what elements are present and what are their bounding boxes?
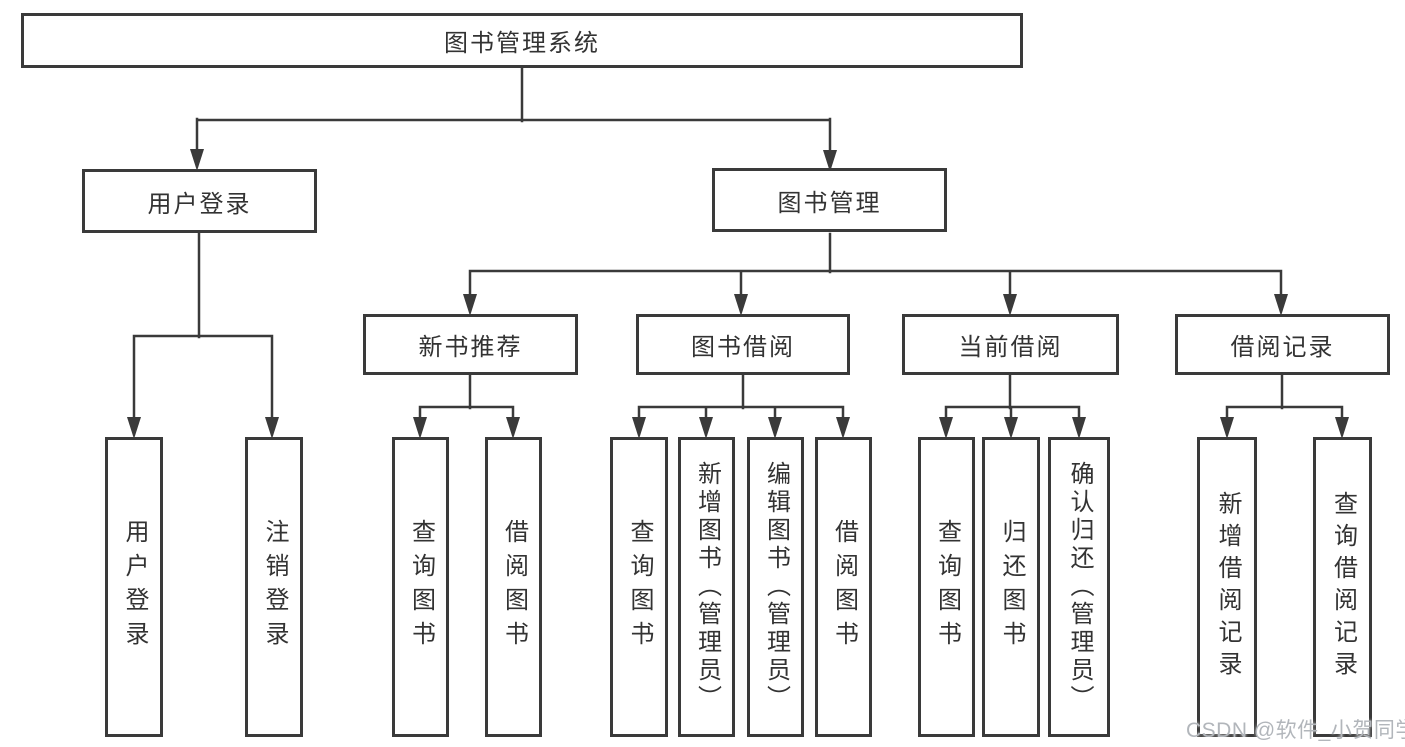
leaf-label: 新增图书（管理员） (693, 461, 721, 713)
node-leaf-confirm-return-admin: 确认归还（管理员） (1048, 437, 1110, 737)
leaf-label: 查询图书 (407, 519, 435, 655)
node-current-borrow: 当前借阅 (902, 314, 1119, 375)
arrowheads (127, 149, 1349, 439)
node-leaf-borrow-book-1: 借阅图书 (485, 437, 542, 737)
node-leaf-return-book: 归还图书 (982, 437, 1040, 737)
leaf-label: 查询图书 (933, 519, 961, 655)
leaf-label: 归还图书 (998, 519, 1025, 655)
leaf-label: 编辑图书（管理员） (762, 461, 790, 713)
leaf-label: 借阅图书 (500, 519, 528, 655)
node-new-book-recommend: 新书推荐 (363, 314, 578, 375)
node-leaf-query-book-1: 查询图书 (392, 437, 449, 737)
leaf-label: 查询图书 (626, 519, 653, 655)
leaf-label: 查询借阅记录 (1329, 491, 1357, 683)
node-book-management: 图书管理 (712, 168, 947, 232)
csdn-watermark: CSDN @软件_小贺同学 (1186, 719, 1405, 742)
node-root: 图书管理系统 (21, 13, 1023, 68)
node-leaf-add-book-admin: 新增图书（管理员） (678, 437, 735, 737)
node-borrow-record: 借阅记录 (1175, 314, 1390, 375)
node-leaf-add-borrow-record: 新增借阅记录 (1197, 437, 1257, 737)
leaf-label: 用户登录 (121, 519, 148, 655)
node-user-login: 用户登录 (82, 169, 317, 233)
node-leaf-query-book-2: 查询图书 (610, 437, 668, 737)
node-leaf-query-borrow-record: 查询借阅记录 (1313, 437, 1372, 737)
node-leaf-logout: 注销登录 (245, 437, 303, 737)
node-leaf-borrow-book-2: 借阅图书 (815, 437, 872, 737)
node-leaf-query-book-3: 查询图书 (918, 437, 975, 737)
node-book-borrow: 图书借阅 (636, 314, 850, 375)
leaf-label: 注销登录 (261, 519, 288, 655)
leaf-label: 确认归还（管理员） (1066, 461, 1093, 713)
node-leaf-edit-book-admin: 编辑图书（管理员） (747, 437, 804, 737)
node-leaf-user-login: 用户登录 (105, 437, 163, 737)
leaf-label: 新增借阅记录 (1214, 491, 1241, 683)
leaf-label: 借阅图书 (830, 519, 858, 655)
